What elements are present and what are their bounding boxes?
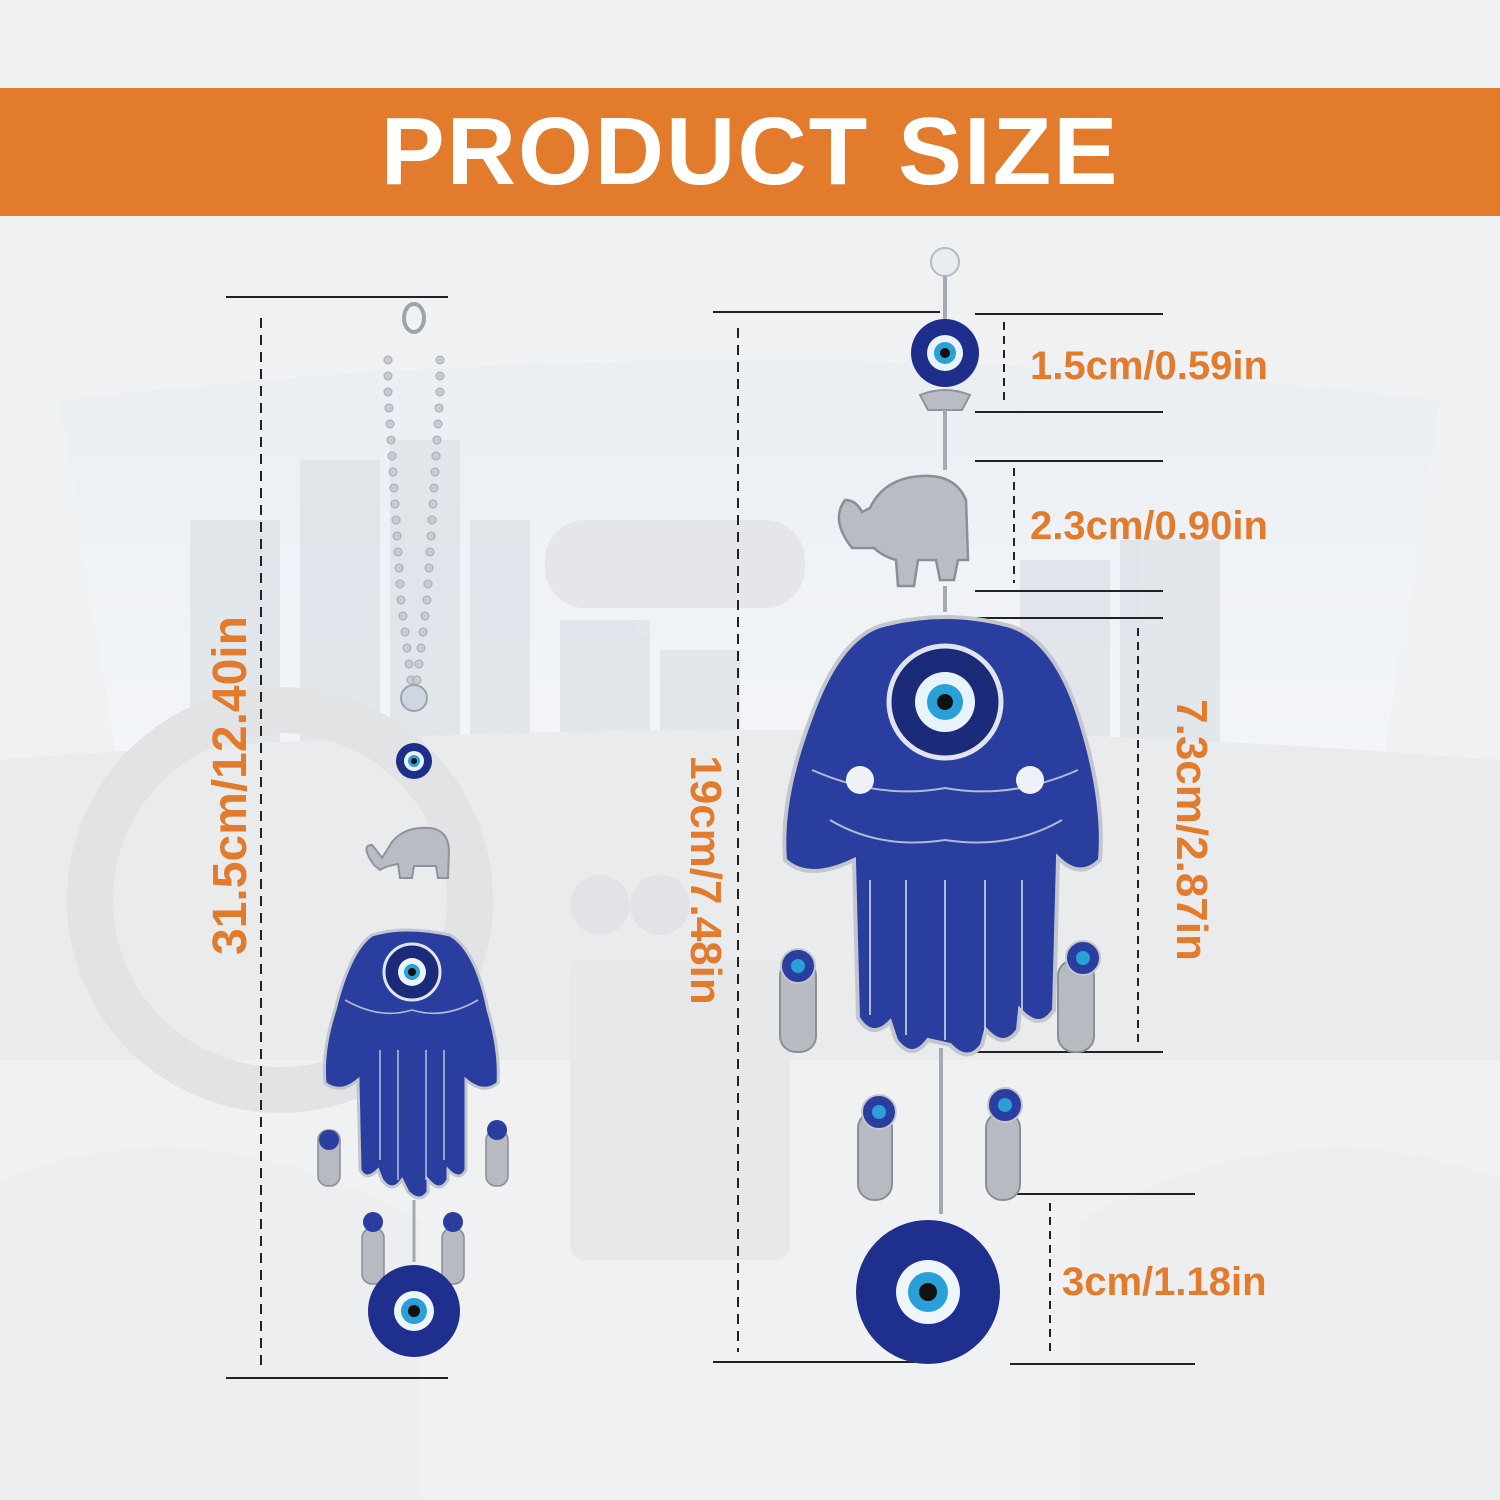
hamsa-size-label: 7.3cm/2.87in [1166, 699, 1216, 961]
banner-title: PRODUCT SIZE [380, 98, 1120, 205]
overall-length-label: 31.5cm/12.40in [203, 616, 257, 955]
evil-eye-size-label: 3cm/1.18in [1062, 1260, 1267, 1304]
bead-size-label: 1.5cm/0.59in [1030, 344, 1268, 388]
title-banner: PRODUCT SIZE [0, 88, 1500, 216]
elephant-size-label: 2.3cm/0.90in [1030, 504, 1268, 548]
pendant-length-label: 19cm/7.48in [680, 755, 730, 1005]
